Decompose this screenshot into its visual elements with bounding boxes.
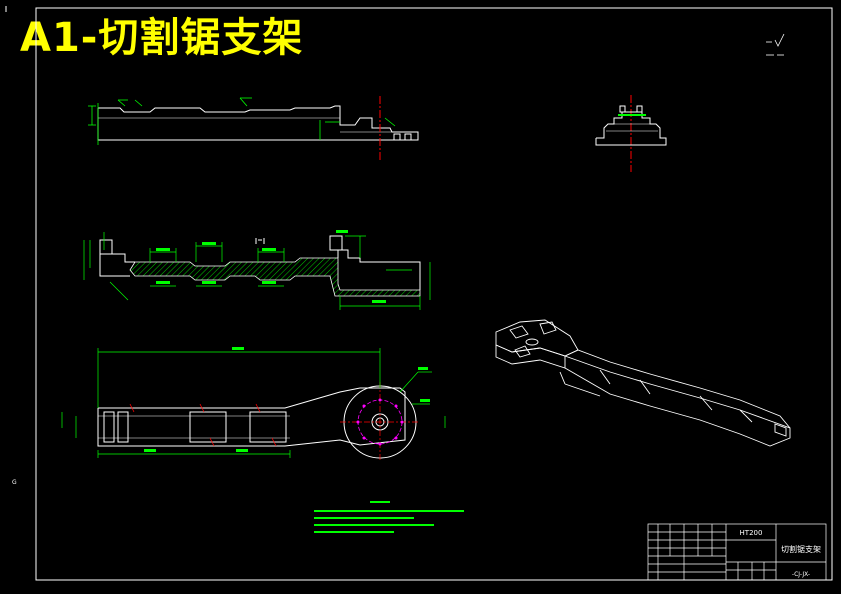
outer-border xyxy=(35,7,833,581)
elevation-view xyxy=(88,96,419,162)
sheet-mark: G xyxy=(12,479,17,486)
side-view xyxy=(595,95,667,172)
part-name-label: 切割锯支架 xyxy=(781,544,821,554)
roughness-symbol xyxy=(766,33,785,56)
title-block xyxy=(647,523,827,581)
section-view xyxy=(83,230,431,310)
drawing-title: A1-切割锯支架 xyxy=(20,15,304,61)
drawing-code-label: -CJ-JX- xyxy=(792,571,810,578)
technical-notes xyxy=(314,501,464,533)
material-label: HT200 xyxy=(740,529,763,537)
plan-view xyxy=(61,347,446,462)
isometric-view xyxy=(495,319,791,447)
